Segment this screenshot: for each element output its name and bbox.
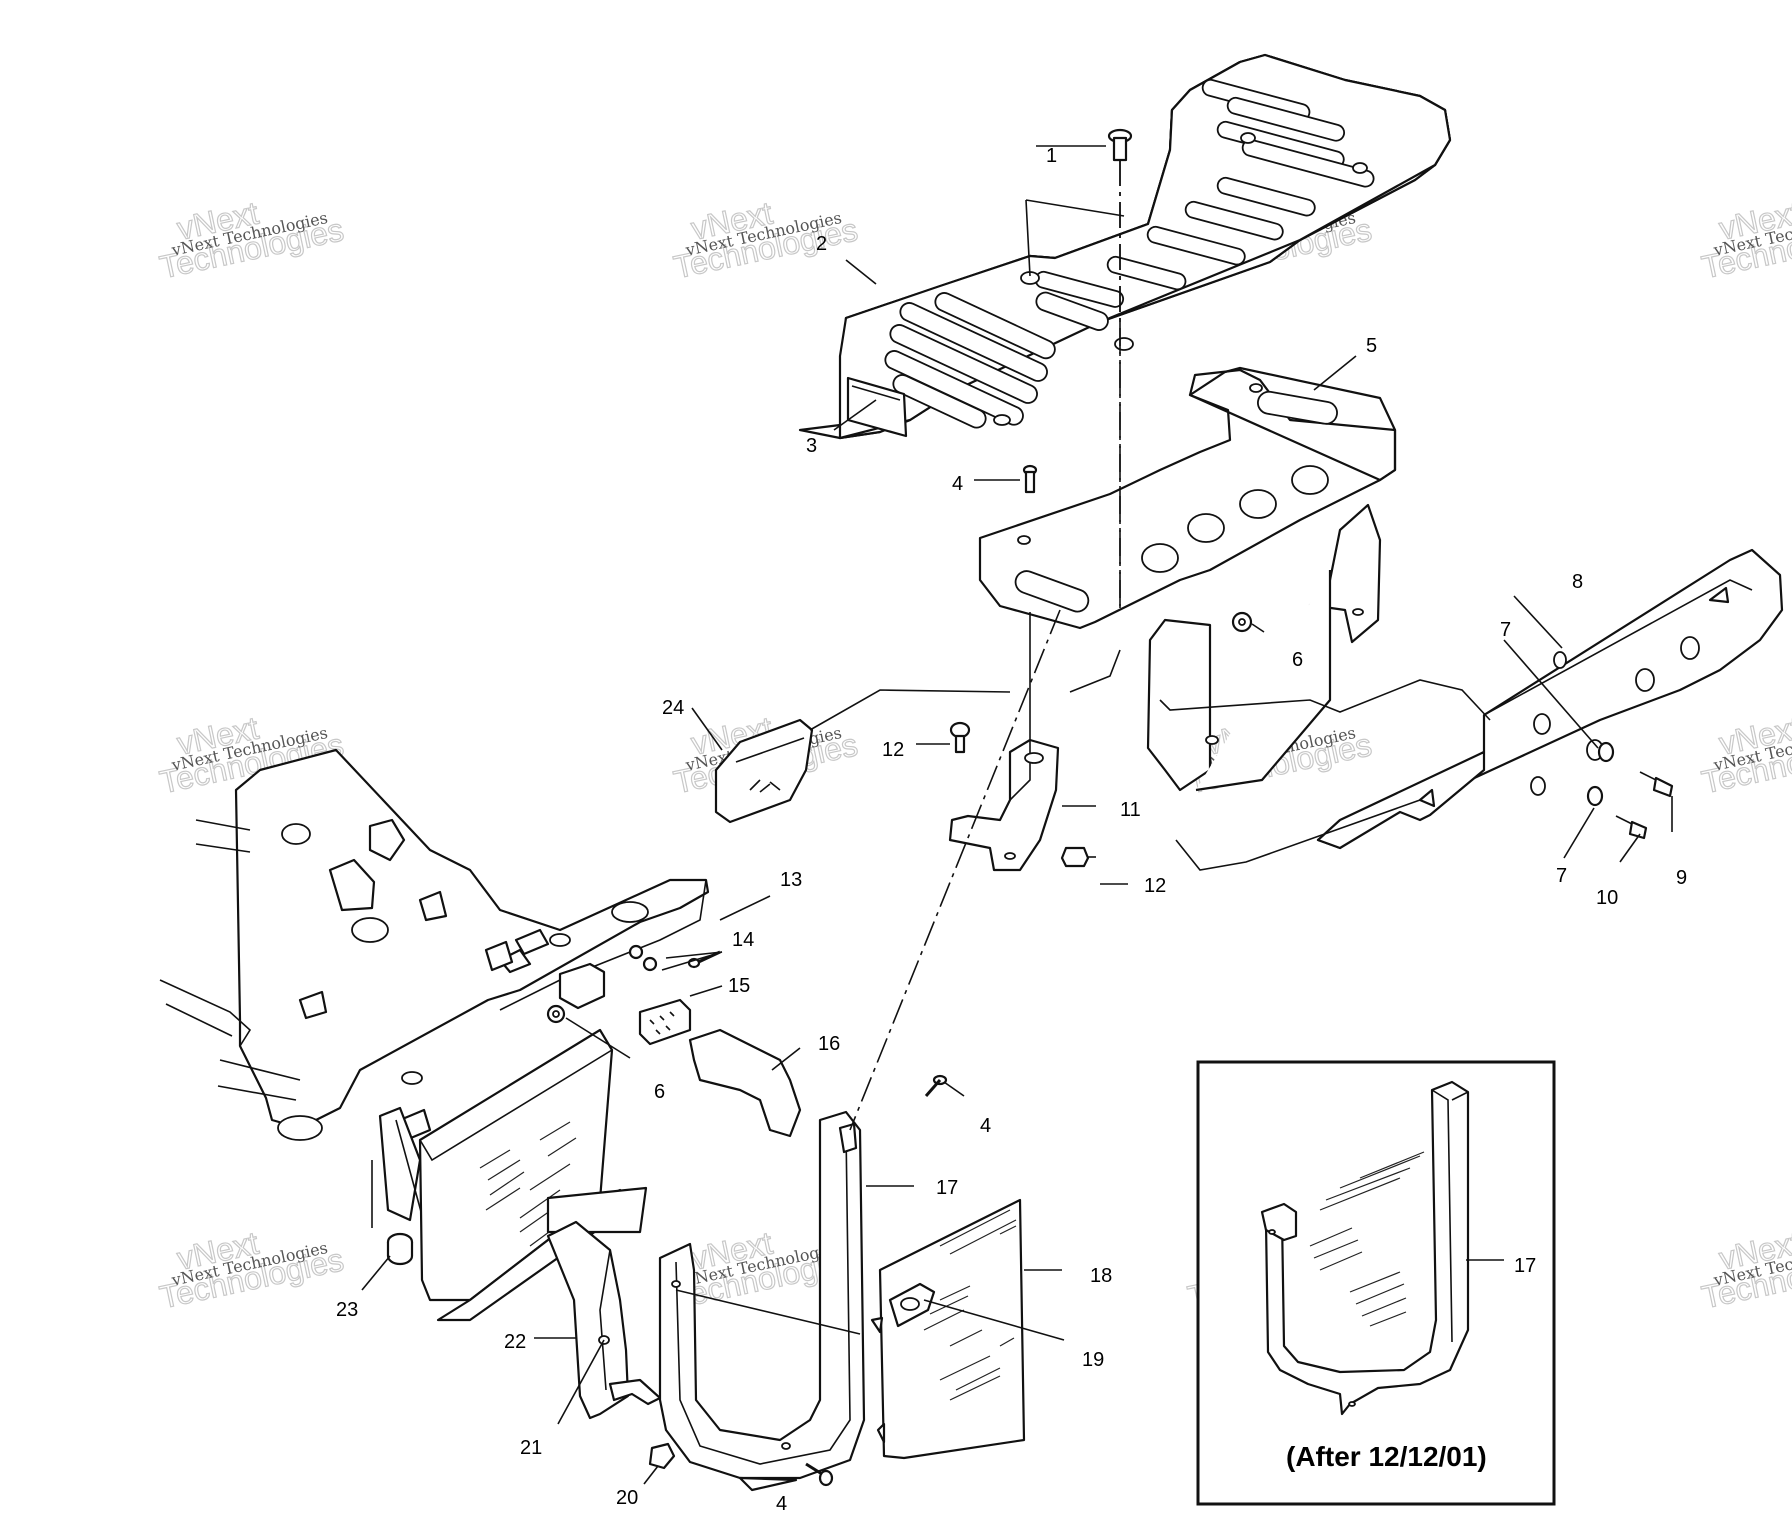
part-24-tail-light bbox=[714, 718, 814, 824]
part-8-rear-bumper bbox=[1316, 548, 1784, 850]
callout-6: 6 bbox=[654, 1081, 665, 1103]
part-22-side-guard bbox=[546, 1220, 662, 1420]
part-5-rack-support bbox=[978, 366, 1397, 792]
callout-3: 3 bbox=[806, 435, 817, 457]
part-10-bolt bbox=[1615, 815, 1648, 840]
part-19-rubber-pad bbox=[888, 1282, 936, 1328]
callout-9: 9 bbox=[1676, 867, 1687, 889]
callout-14: 14 bbox=[732, 929, 754, 951]
callout-20: 20 bbox=[616, 1487, 638, 1509]
callout-8: 8 bbox=[1572, 571, 1583, 593]
callout-4: 4 bbox=[952, 473, 963, 495]
watermark: vNext Technologies vNext Technologies bbox=[156, 194, 347, 286]
callout-13: 13 bbox=[780, 869, 802, 891]
callout-6: 6 bbox=[1292, 649, 1303, 671]
part-9-bolt bbox=[1639, 771, 1674, 798]
part-17-footrest bbox=[658, 1110, 866, 1492]
callout-16: 16 bbox=[818, 1033, 840, 1055]
watermark: vNext Technologies vNext Technologies bbox=[1698, 194, 1792, 286]
inset-frame bbox=[1196, 1060, 1556, 1506]
part-3-reflector bbox=[846, 376, 908, 438]
callout-11: 11 bbox=[1120, 799, 1141, 821]
inset-caption: (After 12/12/01) bbox=[1286, 1441, 1487, 1472]
watermark: vNext Technologies vNext Technologies bbox=[156, 1224, 347, 1316]
callout-4: 4 bbox=[776, 1493, 787, 1515]
part-14-washers bbox=[628, 944, 658, 972]
callout-7: 7 bbox=[1556, 865, 1567, 887]
part-4-screw-mid bbox=[924, 1074, 948, 1097]
callout-4: 4 bbox=[980, 1115, 991, 1137]
callout-19: 19 bbox=[1082, 1349, 1104, 1371]
part-7-washer-upper bbox=[1597, 741, 1615, 763]
part-11-bracket bbox=[948, 738, 1060, 872]
part-4-screw-upper bbox=[1022, 464, 1038, 494]
part-12-bolt-lower bbox=[1060, 846, 1096, 868]
callout-18: 18 bbox=[1090, 1265, 1112, 1287]
inset-revision: 17 (After 12/12/01) bbox=[1196, 1060, 1556, 1506]
callout-leaders bbox=[361, 145, 1673, 1485]
watermark: vNext Technologies vNext Technologies bbox=[1698, 709, 1792, 801]
callout-15: 15 bbox=[728, 975, 750, 997]
part-18-floor-panel bbox=[870, 1198, 1026, 1460]
callout-2: 2 bbox=[816, 233, 827, 255]
watermark: vNext Technologies vNext Technologies bbox=[1698, 1224, 1792, 1316]
callout-12: 12 bbox=[1144, 875, 1166, 897]
callout-17-inset: 17 bbox=[1514, 1255, 1536, 1277]
callout-22: 22 bbox=[504, 1331, 526, 1353]
callout-21: 21 bbox=[520, 1437, 542, 1459]
part-4-screw-low bbox=[805, 1462, 834, 1487]
part-12-bolt-upper bbox=[949, 721, 971, 754]
callout-23: 23 bbox=[336, 1299, 358, 1321]
alignment-lines bbox=[371, 160, 1491, 1335]
callout-7: 7 bbox=[1500, 619, 1511, 641]
callout-24: 24 bbox=[662, 697, 684, 719]
part-14-block bbox=[558, 962, 606, 1010]
part-15-spacer bbox=[638, 998, 692, 1046]
part-6-nut-lower bbox=[546, 1004, 566, 1024]
callout-numbers: 1 2 3 4 5 6 7 8 9 7 10 24 12 11 12 13 14… bbox=[336, 145, 1687, 1515]
callout-5: 5 bbox=[1366, 335, 1377, 357]
callout-1: 1 bbox=[1046, 145, 1057, 167]
part-23-grommet bbox=[386, 1232, 414, 1266]
part-20-nut bbox=[648, 1442, 676, 1470]
part-7-washer-lower bbox=[1586, 785, 1604, 807]
callout-17: 17 bbox=[936, 1177, 958, 1199]
callout-10: 10 bbox=[1596, 887, 1618, 909]
vehicle-frame bbox=[159, 748, 710, 1231]
watermark: vNext Technologies vNext Technologies bbox=[670, 194, 861, 286]
part-6-nut-upper bbox=[1231, 611, 1253, 633]
callout-12: 12 bbox=[882, 739, 904, 761]
part-16-gusset bbox=[688, 1028, 802, 1138]
part-2-rack-top bbox=[798, 53, 1452, 440]
